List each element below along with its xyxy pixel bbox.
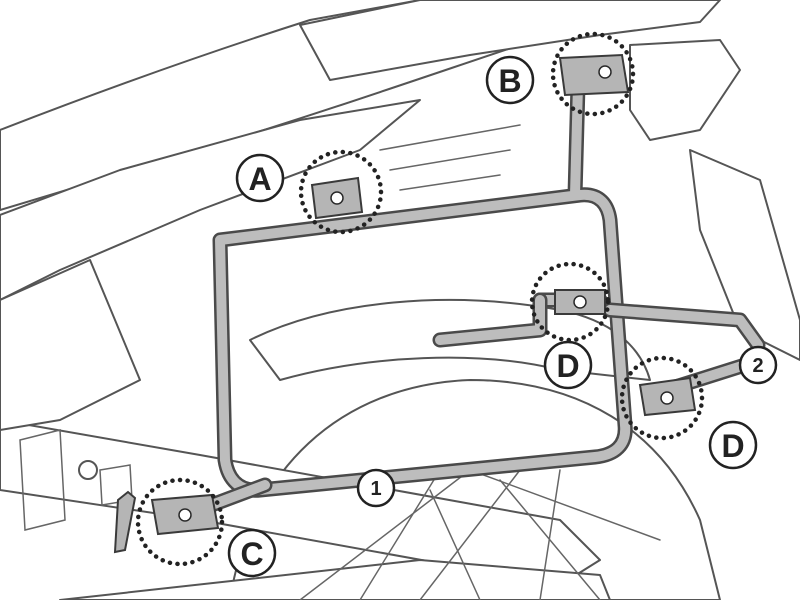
tail-light-housing — [629, 39, 741, 141]
frame-bolt — [78, 460, 98, 480]
rear-tail-panel — [299, 0, 721, 81]
attachment-markers — [135, 31, 705, 567]
marker-d-upper — [529, 261, 611, 343]
callout-d-lower: D — [708, 420, 758, 470]
bolt-a-icon — [330, 191, 344, 205]
bolt-c-icon — [178, 508, 192, 522]
callout-b-label: B — [498, 63, 521, 99]
marker-b — [550, 31, 636, 117]
bracket-b — [558, 53, 630, 97]
marker-c — [135, 477, 225, 567]
bolt-b-icon — [598, 65, 612, 79]
side-cover — [0, 99, 421, 301]
callout-d-upper-label: D — [556, 348, 579, 384]
callout-a: A — [235, 153, 285, 203]
callout-part-2: 2 — [738, 345, 778, 385]
footpeg-stud — [113, 490, 137, 554]
left-panel — [0, 259, 141, 431]
callout-d-lower-label: D — [721, 428, 744, 464]
exhaust-pipe — [59, 559, 611, 600]
callout-part-1-label: 1 — [370, 478, 381, 500]
callout-part-2-label: 2 — [752, 355, 763, 377]
mounting-hardware — [113, 53, 697, 554]
bolt-d-lower-icon — [660, 391, 674, 405]
spokes — [299, 469, 661, 600]
callout-a-label: A — [248, 161, 271, 197]
number-plate-holder — [689, 149, 800, 361]
callout-c-label: C — [240, 536, 263, 572]
frame-detail-lines — [19, 124, 521, 531]
frame-rail — [215, 80, 631, 496]
callout-d-upper: D — [543, 340, 593, 390]
mount-strut — [435, 295, 545, 345]
bolt-d-upper-icon — [573, 295, 587, 309]
callout-part-1: 1 — [356, 468, 396, 508]
callout-b: B — [485, 55, 535, 105]
callout-c: C — [227, 528, 277, 578]
marker-d-lower — [619, 355, 705, 441]
marker-a — [298, 149, 384, 235]
